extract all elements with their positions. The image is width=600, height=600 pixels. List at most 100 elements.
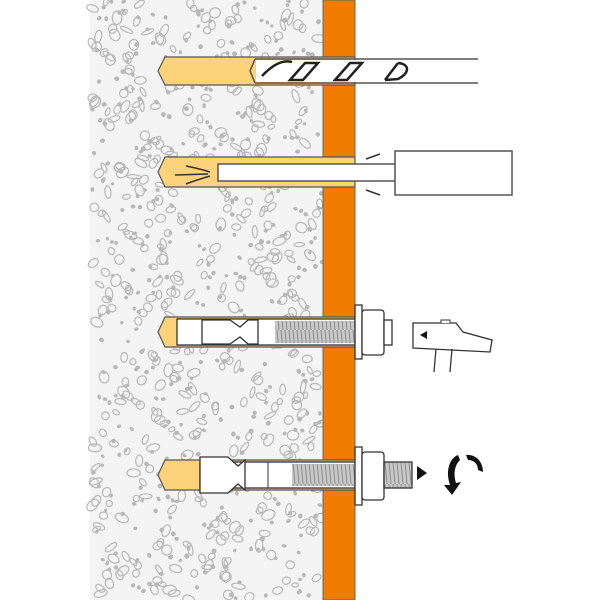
pebble (260, 432, 268, 441)
pebble (147, 581, 153, 587)
pebble (195, 300, 200, 305)
pebble (307, 218, 317, 230)
pebble (263, 388, 269, 394)
pebble (104, 542, 118, 553)
air-flow-icon (174, 153, 381, 196)
pebble (147, 553, 152, 558)
pebble (102, 397, 108, 401)
pebble (301, 572, 306, 578)
pebble (286, 0, 291, 4)
pebble (97, 117, 103, 123)
pebble (96, 16, 102, 21)
pebble (248, 242, 254, 248)
pebble (184, 229, 190, 234)
pebble (292, 50, 296, 55)
pebble (100, 454, 105, 459)
pebble (202, 144, 207, 148)
blow-pump-body (394, 150, 513, 196)
pebble (169, 563, 183, 574)
pebble (220, 510, 228, 522)
pebble (162, 424, 167, 429)
pebble (209, 523, 214, 528)
pebble (108, 28, 121, 42)
pebble (120, 320, 124, 325)
pebble (263, 433, 275, 447)
pebble (121, 550, 131, 562)
pebble (145, 464, 155, 474)
pebble (293, 206, 298, 211)
pebble (249, 546, 253, 552)
pebble (184, 386, 190, 392)
pebble (286, 12, 295, 26)
pebble (87, 443, 102, 453)
pebble (271, 222, 276, 227)
expansion-clip (201, 319, 259, 345)
pebble (266, 202, 277, 212)
pebble (299, 533, 303, 538)
pebble (134, 327, 139, 331)
pebble (285, 560, 296, 570)
pebble (196, 134, 205, 143)
pebble (271, 251, 283, 265)
pebble (188, 400, 201, 413)
pebble (155, 139, 165, 150)
drill-flute-icon (261, 60, 409, 82)
pebble (150, 102, 162, 111)
pebble (153, 154, 162, 164)
pebble (287, 290, 294, 299)
pebble (163, 15, 168, 20)
pebble (172, 432, 184, 441)
step-drill (157, 56, 478, 86)
pebble (283, 415, 294, 425)
pebble (121, 8, 126, 13)
pebble (208, 124, 213, 130)
pebble (150, 137, 160, 146)
pebble (150, 449, 155, 454)
pebble (186, 367, 201, 379)
pebble (231, 4, 240, 15)
pebble (208, 19, 216, 31)
hex-nut (361, 451, 385, 501)
fixture-plate (322, 0, 356, 600)
pebble (295, 149, 301, 154)
pebble (256, 103, 267, 116)
pebble (279, 444, 291, 456)
pebble (296, 274, 301, 280)
pebble (303, 249, 317, 262)
pebble (93, 589, 108, 598)
pebble (89, 107, 95, 112)
pebble (307, 250, 312, 255)
pebble (232, 86, 243, 96)
pebble (128, 235, 133, 240)
pebble (201, 428, 207, 433)
pebble (100, 557, 105, 562)
pebble (207, 275, 212, 280)
pebble (126, 339, 130, 344)
pebble (259, 266, 273, 275)
pebble (130, 267, 136, 272)
pebble (125, 59, 129, 63)
pebble (301, 354, 313, 364)
direction-arrow-icon (417, 466, 427, 480)
pebble (88, 477, 103, 486)
pebble (149, 584, 159, 596)
pebble (104, 287, 114, 301)
rotate-clockwise-icon (444, 454, 483, 495)
pebble (121, 193, 131, 200)
pebble (311, 573, 322, 583)
pebble (153, 396, 159, 401)
pebble (112, 409, 121, 416)
pebble (232, 232, 237, 237)
pebble (215, 530, 220, 535)
pebble (139, 174, 149, 185)
pebble (203, 26, 212, 35)
pebble (196, 24, 201, 28)
pebble (200, 93, 212, 102)
pebble (120, 351, 129, 363)
pebble (126, 468, 141, 478)
pebble (231, 431, 236, 437)
pebble (214, 127, 228, 139)
pebble (219, 570, 231, 582)
pebble (181, 141, 186, 146)
